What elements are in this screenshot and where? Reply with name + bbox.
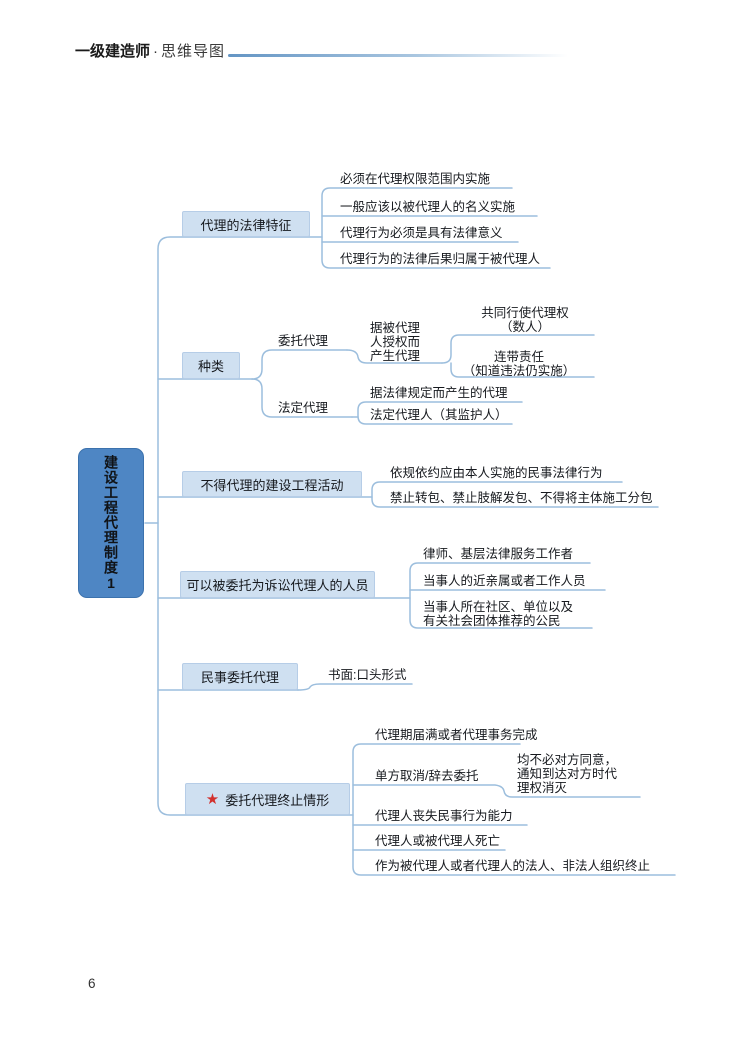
mindmap-leaf: 代理行为的法律后果归属于被代理人 <box>340 252 541 266</box>
mindmap-leaf: 禁止转包、禁止肢解发包、不得将主体施工分包 <box>390 491 653 505</box>
mindmap-leaf: 代理期届满或者代理事务完成 <box>375 728 538 742</box>
mindmap-leaf: 委托代理 <box>278 334 329 348</box>
mindmap-leaf: 依规依约应由本人实施的民事法律行为 <box>390 466 603 480</box>
mindmap-leaf: 据法律规定而产生的代理 <box>370 386 508 400</box>
branch-types: 种类 <box>182 352 240 379</box>
page-header: 一级建造师·思维导图 <box>75 40 225 61</box>
mindmap-leaf: 当事人的近亲属或者工作人员 <box>423 574 586 588</box>
mindmap-leaf: 当事人所在社区、单位以及 有关社会团体推荐的公民 <box>423 600 574 628</box>
branch-label: 种类 <box>197 359 224 374</box>
header-subtitle: 思维导图 <box>161 43 226 60</box>
mindmap-leaf: 法定代理 <box>278 401 329 415</box>
branch-label: 不得代理的建设工程活动 <box>200 477 344 493</box>
branch-prohibited-activities: 不得代理的建设工程活动 <box>182 471 362 497</box>
branch-legal-characteristics: 代理的法律特征 <box>182 211 310 237</box>
mindmap-leaf: 代理人或被代理人死亡 <box>375 834 501 848</box>
branch-label: 委托代理终止情形 <box>225 792 330 808</box>
mindmap-leaf: 共同行使代理权 （数人） <box>481 306 569 334</box>
mindmap-leaf: 据被代理 人授权而 产生代理 <box>370 321 421 363</box>
star-icon: ★ <box>205 790 220 808</box>
brand-separator: · <box>153 43 159 60</box>
branch-agency-termination: ★ 委托代理终止情形 <box>185 783 350 815</box>
mindmap-leaf: 代理人丧失民事行为能力 <box>375 809 513 823</box>
mindmap-leaf: 代理行为必须是具有法律意义 <box>340 226 503 240</box>
mindmap-leaf: 均不必对方同意， 通知到达对方时代 理权消灭 <box>517 753 618 795</box>
branch-label: 可以被委托为诉讼代理人的人员 <box>186 578 369 593</box>
branch-label: 代理的法律特征 <box>200 217 292 233</box>
root-node: 建设工程代理制度1 <box>78 448 144 598</box>
mindmap-leaf: 律师、基层法律服务工作者 <box>423 547 574 561</box>
mindmap-leaf: 一般应该以被代理人的名义实施 <box>340 200 516 214</box>
branch-label: 民事委托代理 <box>200 670 279 685</box>
mindmap-leaf: 法定代理人（其监护人） <box>370 408 508 422</box>
mindmap-leaf: 单方取消/辞去委托 <box>375 769 479 783</box>
mindmap-leaf: 作为被代理人或者代理人的法人、非法人组织终止 <box>375 859 651 873</box>
branch-civil-entrusted-agency: 民事委托代理 <box>182 663 298 690</box>
page-number: 6 <box>88 976 96 991</box>
branch-litigation-agents: 可以被委托为诉讼代理人的人员 <box>180 571 375 598</box>
brand-title: 一级建造师 <box>75 43 151 60</box>
header-rule <box>228 54 568 57</box>
mindmap-leaf: 连带责任 （知道违法仍实施） <box>462 350 576 378</box>
mindmap-leaf: 书面:口头形式 <box>328 668 407 682</box>
mindmap-leaf: 必须在代理权限范围内实施 <box>340 172 491 186</box>
